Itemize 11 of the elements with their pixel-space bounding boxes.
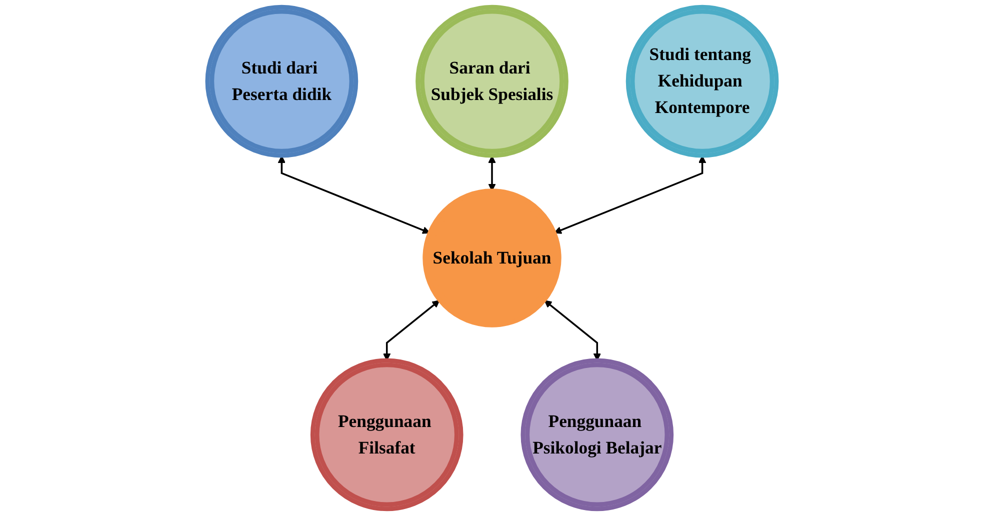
node-circle: Studi tentang Kehidupan Kontempore	[626, 4, 779, 158]
node-circle: Saran dari Subjek Spesialis	[416, 4, 568, 158]
arrow	[544, 300, 602, 361]
arrow	[554, 156, 706, 234]
arrow	[382, 300, 440, 361]
arrow	[488, 156, 496, 192]
node-circle: Penggunaan Psikologi Belajar	[520, 358, 674, 512]
node-circle: Sekolah Tujuan	[422, 188, 562, 328]
node-circle: Penggunaan Filsafat	[310, 358, 464, 512]
arrow	[278, 156, 430, 234]
node-circle: Studi dari Peserta didik	[205, 4, 358, 158]
